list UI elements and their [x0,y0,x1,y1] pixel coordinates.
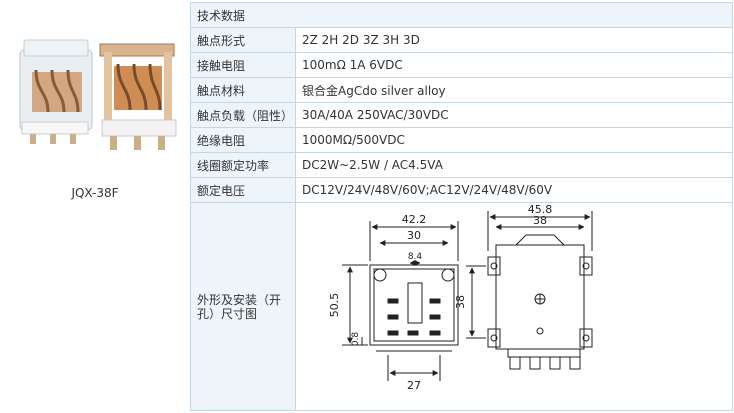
row-label: 绝缘电阻 [190,127,296,153]
product-model-label: JQX-38F [71,186,119,200]
side-view [487,234,593,370]
dim-side-height: 38 [454,295,467,309]
open-relay-image [99,43,177,150]
row-value: 银合金AgCdo silver alloy [295,77,733,103]
table-row: 接触电阻 100mΩ 1A 6VDC [190,52,733,78]
spec-table: 技术数据 触点形式 2Z 2H 2D 3Z 3H 3D 接触电阻 100mΩ 1… [190,2,733,411]
dimension-drawing: 42.2 30 8.4 50.5 0.8 27 45.8 38 38 [328,203,593,392]
row-label: 触点负载（阻性） [190,102,296,128]
product-image-panel: JQX-38F [0,0,190,413]
row-value: 30A/40A 250VAC/30VDC [295,102,733,128]
row-value: 100mΩ 1A 6VDC [295,52,733,78]
drawing-row: 外形及安装（开孔）尺寸图 [190,202,733,411]
row-label: 线圈额定功率 [190,152,296,178]
row-value: DC2W~2.5W / AC4.5VA [295,152,733,178]
front-view [369,264,459,352]
table-row: 绝缘电阻 1000MΩ/500VDC [190,127,733,153]
drawing-label: 外形及安装（开孔）尺寸图 [190,202,296,411]
relay-photo [19,39,177,150]
row-label: 触点形式 [190,27,296,53]
dim-pin-spacing: 30 [407,229,421,242]
dim-center-gap: 8.4 [408,252,423,262]
row-label: 触点材料 [190,77,296,103]
row-value: 2Z 2H 2D 3Z 3H 3D [295,27,733,53]
dimension-drawing-cell: 42.2 30 8.4 50.5 0.8 27 45.8 38 38 [295,202,733,411]
dim-bottom-width: 27 [407,379,421,392]
dim-front-height: 50.5 [328,293,341,318]
dim-side-width: 45.8 [528,203,553,216]
table-row: 触点负载（阻性） 30A/40A 250VAC/30VDC [190,102,733,128]
row-label: 额定电压 [190,177,296,203]
dim-front-width: 42.2 [402,213,427,226]
row-label: 接触电阻 [190,52,296,78]
table-row: 线圈额定功率 DC2W~2.5W / AC4.5VA [190,152,733,178]
row-value: DC12V/24V/48V/60V;AC12V/24V/48V/60V [295,177,733,203]
table-row: 触点材料 银合金AgCdo silver alloy [190,77,733,103]
clear-relay-image [19,39,93,144]
table-header: 技术数据 [190,2,733,28]
dim-mount-spacing: 38 [533,214,547,227]
table-row: 触点形式 2Z 2H 2D 3Z 3H 3D [190,27,733,53]
table-header-row: 技术数据 [190,2,733,28]
row-value: 1000MΩ/500VDC [295,127,733,153]
table-row: 额定电压 DC12V/24V/48V/60V;AC12V/24V/48V/60V [190,177,733,203]
dim-small-gap: 0.8 [351,332,361,347]
